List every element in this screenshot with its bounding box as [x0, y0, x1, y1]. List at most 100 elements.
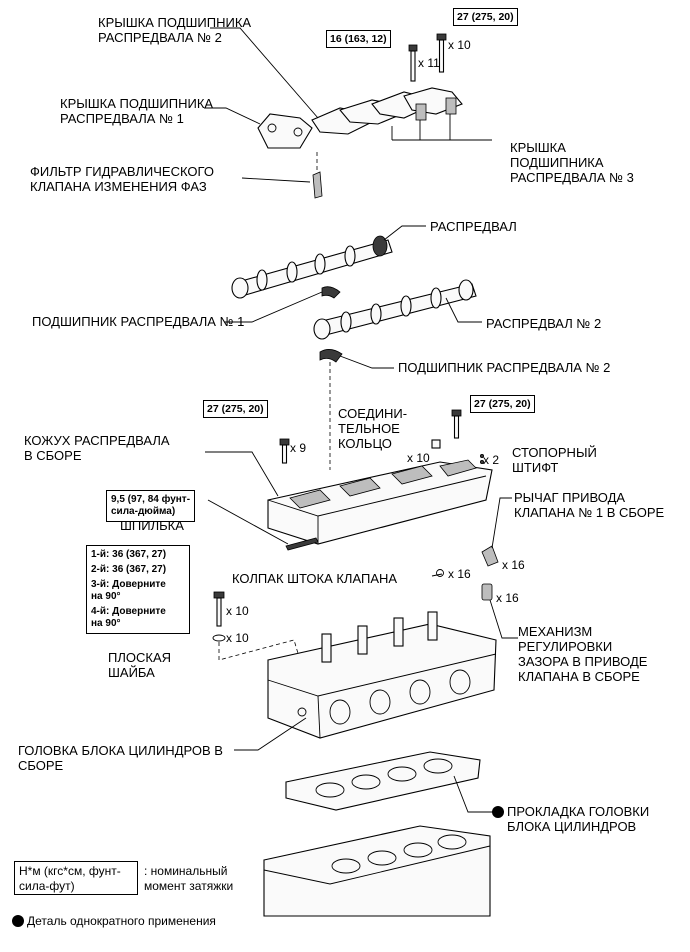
- label-line: КЛАПАНА ИЗМЕНЕНИЯ ФАЗ: [30, 179, 207, 194]
- label-camshaft: РАСПРЕДВАЛ: [430, 219, 517, 234]
- label-bearing-cap-2: КРЫШКА ПОДШИПНИКА РАСПРЕДВАЛА № 2: [98, 15, 251, 45]
- torque-line: 4-й: Доверните: [91, 606, 166, 617]
- camshaft-2: [313, 279, 477, 340]
- count-washer: x 10: [226, 631, 249, 645]
- count-rocker: x 16: [502, 558, 525, 572]
- label-line: СТОПОРНЫЙ: [512, 445, 597, 460]
- torque-line: 1-й: 36 (367, 27): [91, 549, 167, 560]
- bolt-16nm: [408, 44, 418, 82]
- label-head-gasket: ПРОКЛАДКА ГОЛОВКИ БЛОКА ЦИЛИНДРОВ: [492, 804, 649, 834]
- torque-head-bolt: 1-й: 36 (367, 27) 2-й: 36 (367, 27) 3-й:…: [86, 545, 190, 634]
- flat-washer: [212, 634, 226, 642]
- count-ring: x 10: [407, 451, 430, 465]
- head-bolt: [213, 591, 225, 627]
- rocker-arm: [481, 545, 499, 567]
- bearing-cap-3: [371, 87, 463, 121]
- count-pin: x 2: [483, 453, 500, 467]
- legend-torque-box: Н*м (кгс*см, фунт- сила-фут): [14, 861, 138, 895]
- knock-pin: [479, 453, 484, 464]
- label-flat-washer: ПЛОСКАЯ ШАЙБА: [108, 650, 171, 680]
- label-line: ШТИФТ: [512, 460, 559, 475]
- label-bearing-1: ПОДШИПНИК РАСПРЕДВАЛА № 1: [32, 314, 245, 329]
- label-line: КОЖУХ РАСПРЕДВАЛА: [24, 433, 170, 448]
- camshaft: [231, 235, 393, 299]
- torque-housing-left: 27 (275, 20): [203, 400, 268, 418]
- label-line: ПРОКЛАДКА ГОЛОВКИ: [492, 804, 649, 819]
- head-gasket: [285, 751, 481, 811]
- torque-line: на 90°: [91, 591, 121, 602]
- label-lash-adjuster: МЕХАНИЗМ РЕГУЛИРОВКИ ЗАЗОРА В ПРИВОДЕ КЛ…: [518, 624, 647, 684]
- label-knock-pin: СТОПОРНЫЙ ШТИФТ: [512, 445, 597, 475]
- label-line: КОЛЬЦО: [338, 436, 392, 451]
- bolt-27nm-top: [436, 33, 447, 73]
- label-bearing-cap-3: КРЫШКА ПОДШИПНИКА РАСПРЕДВАЛА № 3: [510, 140, 634, 185]
- legend-single-use: Деталь однократного применения: [12, 914, 216, 929]
- torque-line: на 90°: [91, 618, 121, 629]
- torque-top-right: 27 (275, 20): [453, 8, 518, 26]
- label-line: КРЫШКА: [510, 140, 566, 155]
- torque-top-left: 16 (163, 12): [326, 30, 391, 48]
- lash-adjuster: [481, 583, 493, 601]
- torque-line: 9,5 (97, 84 фунт-: [111, 494, 191, 505]
- count-adjuster: x 16: [496, 591, 519, 605]
- count-valve-cap: x 16: [448, 567, 471, 581]
- label-line: КРЫШКА ПОДШИПНИКА: [60, 96, 214, 111]
- legend-line: сила-фут): [19, 879, 75, 893]
- cylinder-block: [263, 825, 491, 917]
- label-line: ГОЛОВКА БЛОКА ЦИЛИНДРОВ В: [18, 743, 223, 758]
- label-text: ПРОКЛАДКА ГОЛОВКИ: [507, 804, 650, 819]
- camshaft-bearing-1: [321, 286, 341, 299]
- torque-line: сила-дюйма): [111, 506, 176, 517]
- legend-single-use-text: Деталь однократного применения: [27, 914, 216, 928]
- label-line: МЕХАНИЗМ: [518, 624, 593, 639]
- label-line: РЕГУЛИРОВКИ: [518, 639, 613, 654]
- count-housing-bolt: x 9: [290, 441, 307, 455]
- label-line: ШАЙБА: [108, 665, 155, 680]
- label-line: РАСПРЕДВАЛА № 1: [60, 111, 184, 126]
- torque-line: 3-й: Доверните: [91, 579, 166, 590]
- label-ocv-filter: ФИЛЬТР ГИДРАВЛИЧЕСКОГО КЛАПАНА ИЗМЕНЕНИЯ…: [30, 164, 214, 194]
- label-bearing-2: ПОДШИПНИК РАСПРЕДВАЛА № 2: [398, 360, 611, 375]
- label-line: ТЕЛЬНОЕ: [338, 421, 400, 436]
- label-valve-stem-cap: КОЛПАК ШТОКА КЛАПАНА: [232, 571, 398, 586]
- label-line: ПЛОСКАЯ: [108, 650, 172, 665]
- label-line: РАСПРЕДВАЛА № 3: [510, 170, 634, 185]
- legend-torque-desc: : номинальный момент затяжки: [144, 864, 233, 894]
- connecting-ring: [431, 439, 441, 449]
- label-line: ФИЛЬТР ГИДРАВЛИЧЕСКОГО: [30, 164, 214, 179]
- label-line: КРЫШКА ПОДШИПНИКА: [98, 15, 252, 30]
- camshaft-bearing-2: [319, 349, 343, 363]
- label-bearing-cap-1: КРЫШКА ПОДШИПНИКА РАСПРЕДВАЛА № 1: [60, 96, 213, 126]
- ocv-filter: [312, 171, 323, 199]
- count-bolt-top: x 10: [448, 38, 471, 52]
- housing-bolt-left: [279, 438, 290, 464]
- label-rocker-arm: РЫЧАГ ПРИВОДА КЛАПАНА № 1 В СБОРЕ: [514, 490, 664, 520]
- label-cylinder-head: ГОЛОВКА БЛОКА ЦИЛИНДРОВ В СБОРЕ: [18, 743, 223, 773]
- legend-line: Н*м (кгс*см, фунт-: [19, 864, 121, 878]
- torque-line: 2-й: 36 (367, 27): [91, 564, 167, 575]
- torque-stud: 9,5 (97, 84 фунт- сила-дюйма): [106, 490, 196, 522]
- label-line: СОЕДИНИ-: [338, 406, 408, 421]
- count-bolt-16: x 11: [418, 56, 440, 70]
- label-camshaft-2: РАСПРЕДВАЛ № 2: [486, 316, 602, 331]
- camshaft-housing: [267, 459, 493, 545]
- housing-bolt-right: [451, 409, 462, 439]
- label-line: В СБОРЕ: [24, 448, 82, 463]
- label-line: КЛАПАНА В СБОРЕ: [518, 669, 640, 684]
- torque-housing-right: 27 (275, 20): [470, 395, 535, 413]
- label-line: РЫЧАГ ПРИВОДА: [514, 490, 626, 505]
- count-head-bolt: x 10: [226, 604, 249, 618]
- legend-line: : номинальный: [144, 864, 228, 878]
- label-line: СБОРЕ: [18, 758, 64, 773]
- label-line: РАСПРЕДВАЛА № 2: [98, 30, 222, 45]
- label-line: БЛОКА ЦИЛИНДРОВ: [507, 819, 637, 834]
- stud-bolt: [285, 537, 319, 551]
- single-use-dot-icon: [12, 915, 24, 927]
- bearing-cap-1: [257, 113, 313, 149]
- legend-line: момент затяжки: [144, 879, 234, 893]
- label-line: ПОДШИПНИКА: [510, 155, 604, 170]
- label-connecting-ring: СОЕДИНИ- ТЕЛЬНОЕ КОЛЬЦО: [338, 406, 407, 451]
- label-line: КЛАПАНА № 1 В СБОРЕ: [514, 505, 665, 520]
- cylinder-head: [267, 611, 497, 739]
